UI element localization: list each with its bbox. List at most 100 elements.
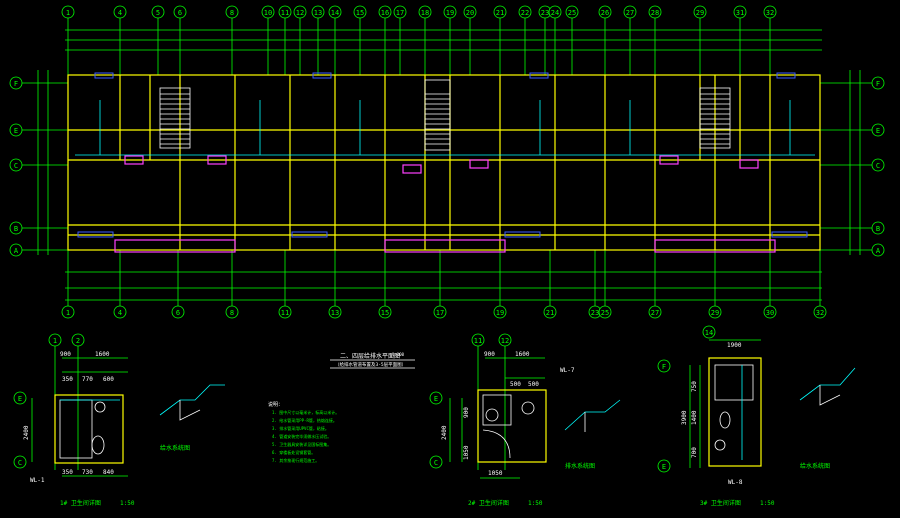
axis-label-top: 11: [281, 9, 289, 17]
axis-label-bottom: 1: [66, 309, 70, 317]
axis-label-top: 27: [626, 9, 634, 17]
detail3-pipe-tag: WL-8: [728, 479, 743, 486]
detail1-dim-bottom: 840: [103, 469, 114, 476]
detail2-dim-inner: 500: [528, 381, 539, 388]
axis-label-top: 4: [118, 9, 122, 17]
axis-label-left: B: [14, 225, 18, 233]
axis-bubble-top: [378, 5, 392, 19]
axis-label-left: A: [14, 247, 19, 255]
axis-bubble-bottom: [278, 305, 292, 319]
axis-bubble-left: [9, 76, 23, 90]
detail3-title: 3# 卫生间详图: [700, 499, 741, 507]
axis-bubble-top: [693, 5, 707, 19]
axis-bubble-top: [598, 5, 612, 19]
axis-bubble-bottom: [61, 305, 75, 319]
axis-label-top: 1: [66, 9, 70, 17]
detail3-axis-top-num: 14: [705, 329, 713, 337]
detail1-geometry: [31, 345, 128, 477]
axis-bubble-top: [393, 5, 407, 19]
axis-bubble-bottom: [708, 305, 722, 319]
axis-label-right: E: [876, 127, 880, 135]
detail3-side-dim: 1400: [691, 410, 698, 425]
axis-bubble-bottom: [225, 305, 239, 319]
note-line: 3. 排水管采用UPVC管，粘接。: [272, 425, 329, 431]
note-line: 4. 管道安装完毕须做水压试验。: [272, 433, 331, 439]
bottom-dimension-lines: [65, 271, 822, 301]
detail2-axis-b: 12: [501, 337, 509, 345]
axis-label-bottom: 11: [281, 309, 289, 317]
plan-scale-tag: 1:100: [392, 352, 405, 357]
detail2-iso: [564, 399, 621, 432]
axis-bubble-top: [763, 5, 777, 19]
detail1-dim-top: 1600: [95, 351, 110, 358]
stair-steps: [160, 93, 730, 145]
detail2-iso-caption: 排水系统图: [565, 462, 595, 470]
axis-bubble-bottom: [598, 305, 612, 319]
axis-label-top: 29: [696, 9, 704, 17]
axis-label-bottom: 13: [331, 309, 339, 317]
axis-bubble-top: [493, 5, 507, 19]
detail2-dim-top: 1600: [515, 351, 530, 358]
note-line: 6. 穿楼板处设钢套管。: [272, 449, 315, 455]
axis-bubble-right: [871, 243, 885, 257]
stair-cores: [159, 79, 731, 151]
axis-bubble-right: [871, 158, 885, 172]
axis-label-right: C: [876, 162, 880, 170]
left-dimension-lines: [37, 70, 861, 255]
axis-label-top: 22: [521, 9, 529, 17]
detail3-axis-top: F: [662, 363, 666, 371]
detail1-dim-inner: 350: [62, 376, 73, 383]
axis-bubble-bottom: [171, 305, 185, 319]
detail2-pipe-tag: WL-7: [560, 367, 575, 374]
axis-bubble-top: [61, 5, 75, 19]
axis-bubble-bottom: [113, 305, 127, 319]
axis-label-bottom: 32: [816, 309, 824, 317]
detail1-title: 1# 卫生间详图: [60, 499, 101, 507]
axis-label-bottom: 25: [601, 309, 609, 317]
axis-bubble-top: [648, 5, 662, 19]
balcony-strip: [114, 239, 776, 253]
axis-label-left: F: [14, 80, 18, 88]
axis-bubble-top: [353, 5, 367, 19]
detail1-pipe-tag: WL-1: [30, 477, 45, 484]
axis-label-left: E: [14, 127, 18, 135]
detail1-height: 2400: [23, 425, 30, 440]
detail3-dim-top: 1900: [727, 342, 742, 349]
axis-label-top: 20: [466, 9, 474, 17]
notes-heading: 说明：: [268, 401, 283, 408]
axis-bubble-top: [151, 5, 165, 19]
axis-bubble-left: [9, 221, 23, 235]
detail3-scale: 1:50: [760, 500, 775, 507]
axis-bubble-top: [293, 5, 307, 19]
axis-label-top: 18: [421, 9, 429, 17]
axis-bubble-top: [548, 5, 562, 19]
detail1-axis-bottom: C: [18, 459, 22, 467]
detail3-height: 3900: [681, 410, 688, 425]
axis-bubble-right: [871, 221, 885, 235]
axis-label-right: F: [876, 80, 880, 88]
detail1-dim-top: 900: [60, 351, 71, 358]
top-dimension-lines: [65, 29, 822, 51]
axis-label-bottom: 19: [496, 309, 504, 317]
detail1-axis-b: 2: [76, 337, 80, 345]
axis-bubble-top: [278, 5, 292, 19]
detail1-dim-inner: 600: [103, 376, 114, 383]
detail3-axis-bottom: E: [662, 463, 666, 471]
axis-label-top: 21: [496, 9, 504, 17]
axis-label-top: 14: [331, 9, 339, 17]
axis-bubble-left: [9, 158, 23, 172]
detail1-dim-inner: 770: [82, 376, 93, 383]
axis-bubble-top: [623, 5, 637, 19]
axis-label-top: 16: [381, 9, 389, 17]
axis-bubble-top: [328, 5, 342, 19]
axis-label-bottom: 27: [651, 309, 659, 317]
axis-bubble-bottom: [543, 305, 557, 319]
axis-label-top: 26: [601, 9, 609, 17]
axis-bubble-top: [225, 5, 239, 19]
axis-label-top: 23: [541, 9, 549, 17]
